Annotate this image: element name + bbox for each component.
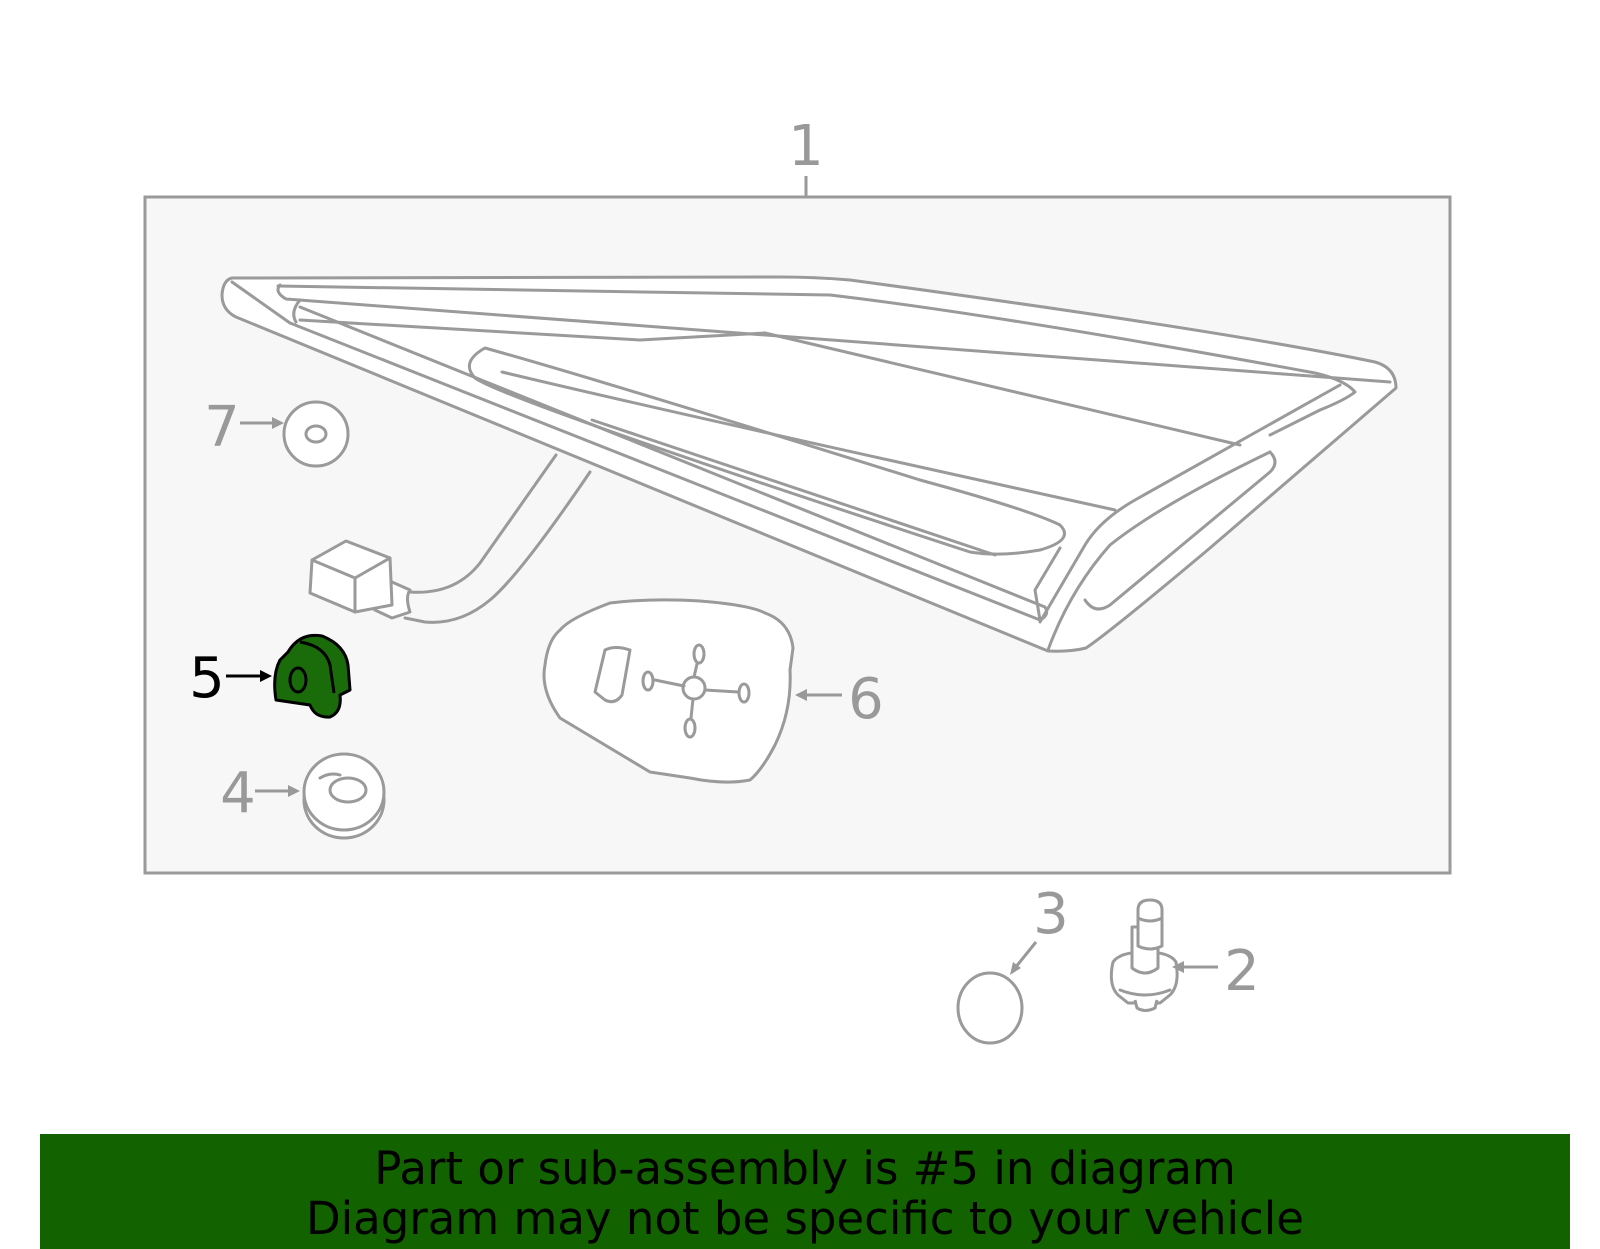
washer-part-7[interactable] [282,400,350,468]
plug-part-3[interactable] [956,971,1024,1045]
gasket-part-6[interactable] [542,598,795,784]
info-banner: Part or sub-assembly is #5 in diagram Di… [40,1134,1570,1249]
banner-line-1: Part or sub-assembly is #5 in diagram [374,1142,1236,1195]
callout-2[interactable]: 2 [1224,939,1260,1004]
wire-harness[interactable] [308,453,592,624]
callout-3-arrow [1013,941,1038,969]
tail-lamp-assembly[interactable] [220,275,1398,653]
socket-part-5[interactable] [273,633,352,719]
bolt-part-2[interactable] [1109,898,1179,1012]
callout-5[interactable]: 5 [189,646,225,711]
callout-4[interactable]: 4 [220,761,256,826]
callout-6[interactable]: 6 [848,667,884,732]
callout-1[interactable]: 1 [788,114,824,179]
banner-line-2: Diagram may not be specific to your vehi… [306,1192,1304,1245]
callout-3[interactable]: 3 [1033,882,1069,947]
callout-7[interactable]: 7 [204,395,240,460]
grommet-part-4[interactable] [302,752,386,840]
